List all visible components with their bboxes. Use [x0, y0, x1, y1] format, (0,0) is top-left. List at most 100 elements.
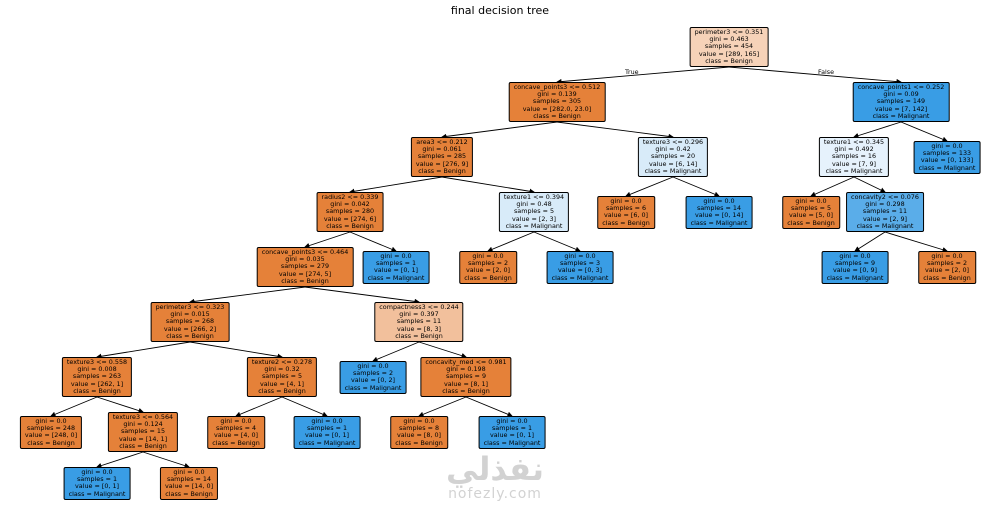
tree-node-line: gini = 0.463: [709, 35, 749, 44]
watermark-latin: nofezly.com: [448, 486, 542, 502]
tree-node-line: gini = 0.0: [931, 142, 963, 150]
tree-node-line: value = [7, 142]: [874, 104, 928, 113]
tree-node-line: value = [2, 0]: [924, 266, 970, 275]
tree-node-line: samples = 149: [876, 97, 926, 106]
tree-node-line: class = Benign: [119, 441, 167, 450]
tree-node-line: samples = 1: [306, 424, 348, 433]
tree-node-line: gini = 0.0: [795, 197, 827, 205]
tree-edge-n1-n4: [556, 121, 674, 140]
tree-node-line: gini = 0.0: [403, 417, 435, 425]
tree-node-line: texture1 <= 0.394: [503, 193, 565, 201]
tree-node-line: gini = 0.0: [472, 252, 504, 260]
tree-node-line: samples = 15: [120, 427, 166, 436]
tree-edge-n7-n14: [349, 231, 397, 252]
tree-node-line: value = [262, 1]: [70, 379, 124, 388]
tree-node-line: value = [8, 0]: [396, 431, 442, 440]
tree-node-line: gini = 0.0: [839, 252, 871, 260]
tree-node-line: gini = 0.042: [330, 200, 370, 209]
tree-node-line: gini = 0.32: [264, 365, 300, 374]
tree-edge-n12-n18: [884, 231, 948, 253]
tree-node-line: value = [6, 14]: [648, 159, 698, 168]
tree-node-line: value = [0, 1]: [489, 431, 535, 440]
tree-node-line: samples = 1: [76, 475, 118, 484]
tree-node-line: class = Benign: [212, 438, 260, 447]
tree-node-line: value = [0, 3]: [557, 266, 603, 275]
tree-node-line: class = Benign: [602, 218, 650, 227]
edge-label-false: False: [818, 68, 835, 76]
tree-node-line: value = [4, 1]: [259, 379, 305, 388]
tree-node-line: samples = 14: [696, 204, 742, 213]
tree-node-line: compactness3 <= 0.244: [379, 303, 459, 311]
tree-node-line: gini = 0.0: [357, 362, 389, 370]
tree-node-line: gini = 0.0: [703, 197, 735, 205]
tree-node-line: value = [2, 9]: [862, 214, 908, 223]
tree-node-line: value = [0, 1]: [373, 266, 419, 275]
tree-edge-n26-n31: [96, 451, 144, 469]
tree-node-line: class = Benign: [395, 331, 443, 340]
tree-node-line: class = Benign: [442, 386, 490, 395]
tree-node-line: samples = 133: [922, 149, 972, 158]
tree-node-line: gini = 0.492: [834, 145, 874, 154]
tree-node-line: class = Malignant: [505, 221, 563, 230]
tree-node-line: samples = 5: [261, 372, 303, 381]
tree-node-line: samples = 8: [398, 424, 440, 433]
tree-node-line: texture2 <= 0.278: [251, 358, 313, 366]
tree-node-line: class = Benign: [533, 111, 581, 120]
tree-node-line: samples = 248: [26, 424, 76, 433]
tree-node-line: class = Malignant: [825, 166, 883, 175]
tree-node-line: samples = 1: [491, 424, 533, 433]
tree-node-line: gini = 0.008: [77, 365, 117, 374]
tree-node-line: gini = 0.0: [35, 417, 67, 425]
tree-node-line: samples = 263: [72, 372, 122, 381]
tree-edge-n24-n30: [465, 396, 513, 417]
tree-edge-n21-n26: [96, 396, 144, 414]
tree-node-line: perimeter3 <= 0.351: [694, 28, 764, 36]
tree-node-line: class = Malignant: [68, 489, 126, 498]
tree-edge-n7-n13: [304, 231, 351, 249]
tree-node-line: gini = 0.061: [422, 145, 462, 154]
tree-node-line: value = [2, 0]: [465, 266, 511, 275]
tree-edge-n8-n16: [533, 231, 581, 252]
tree-node-line: concave_points3 <= 0.512: [513, 83, 601, 91]
tree-edge-n8-n15: [487, 231, 535, 252]
tree-node-line: class = Malignant: [551, 273, 609, 282]
tree-node-line: area3 <= 0.212: [416, 138, 468, 146]
tree-node-line: samples = 6: [605, 204, 647, 213]
tree-node-line: texture3 <= 0.558: [66, 358, 128, 366]
tree-node-line: class = Malignant: [826, 273, 884, 282]
tree-edge-n13-n20: [304, 286, 420, 305]
tree-edge-n24-n29: [418, 396, 467, 417]
tree-node-line: samples = 1: [375, 259, 417, 268]
tree-node-line: class = Benign: [27, 438, 75, 447]
tree-node-line: value = [14, 1]: [118, 434, 168, 443]
tree-node-line: texture3 <= 0.564: [112, 413, 174, 421]
tree-node-line: class = Benign: [787, 218, 835, 227]
tree-edge-n4-n10: [672, 176, 720, 197]
tree-node-line: gini = 0.0: [610, 197, 642, 205]
tree-node-line: samples = 5: [790, 204, 832, 213]
tree-node-line: samples = 14: [166, 475, 212, 484]
tree-node-line: samples = 5: [513, 207, 555, 216]
tree-node-line: value = [0, 2]: [350, 376, 396, 385]
tree-node-line: samples = 20: [650, 152, 696, 161]
tree-node-line: samples = 9: [834, 259, 876, 268]
tree-edge-n19-n21: [96, 341, 191, 359]
tree-node-line: class = Malignant: [367, 273, 425, 282]
tree-node-line: gini = 0.298: [865, 200, 905, 209]
tree-node-line: value = [8, 3]: [396, 324, 442, 333]
